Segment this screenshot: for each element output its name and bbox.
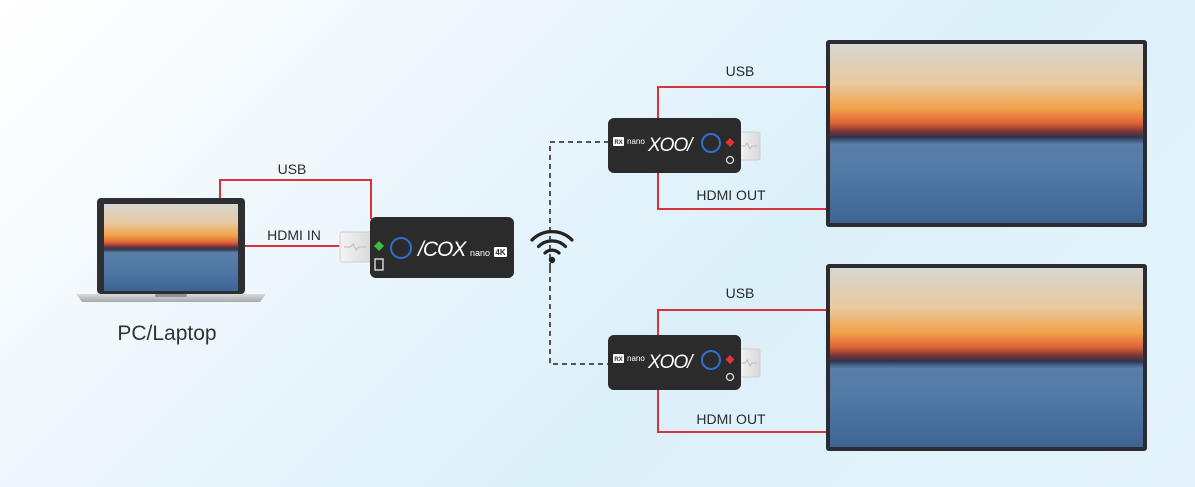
card-slot-icon bbox=[374, 258, 384, 271]
hdmi-in-label: HDMI IN bbox=[267, 227, 321, 243]
receiver-badge-2: RX bbox=[614, 357, 622, 363]
usb-port-icon bbox=[725, 155, 735, 165]
tx-led-icon bbox=[374, 241, 384, 251]
usb-cable-rx1 bbox=[657, 86, 828, 118]
receiver-device-2: RX nano XOO/ bbox=[608, 335, 761, 390]
usb-port-icon bbox=[725, 372, 735, 382]
wireless-link-rx2 bbox=[549, 268, 609, 365]
usb-label-rx2: USB bbox=[726, 285, 755, 301]
hdmi-out-cable-rx1 bbox=[657, 172, 828, 210]
transmitter-model: nano bbox=[470, 248, 490, 258]
monitor-icon bbox=[826, 264, 1147, 451]
pc-laptop-label: PC/Laptop bbox=[117, 322, 216, 345]
transmitter-badge: 4K bbox=[495, 248, 505, 257]
receiver-device-1: RX nano XOO/ bbox=[608, 118, 761, 173]
usb-cable-tx bbox=[219, 179, 372, 219]
usb-label-tx: USB bbox=[278, 161, 307, 177]
usb-label-rx1: USB bbox=[726, 63, 755, 79]
laptop-icon bbox=[76, 198, 266, 302]
rx-led-icon bbox=[725, 355, 735, 364]
cables bbox=[219, 86, 828, 433]
transmitter-device: /COX nano 4K bbox=[339, 217, 514, 278]
receiver-badge-1: RX bbox=[614, 140, 622, 146]
pair-button-icon bbox=[390, 237, 412, 259]
hdmi-out-cable-rx2 bbox=[657, 390, 828, 433]
wireless-link-rx1 bbox=[549, 141, 609, 268]
receiver-logo-2: XOO/ bbox=[647, 352, 694, 373]
pair-button-icon bbox=[701, 133, 721, 153]
rx-led-icon bbox=[725, 138, 735, 147]
receiver-model-1: nano bbox=[627, 137, 645, 146]
hdmi-out-label-rx2: HDMI OUT bbox=[696, 411, 766, 427]
usb-cable-rx2 bbox=[657, 309, 828, 336]
wireless-links bbox=[549, 141, 609, 365]
hdmi-out-label-rx1: HDMI OUT bbox=[696, 187, 766, 203]
transmitter-logo: /COX bbox=[416, 238, 467, 261]
monitor-icon bbox=[826, 40, 1147, 227]
pair-button-icon bbox=[701, 350, 721, 370]
receiver-logo-1: XOO/ bbox=[647, 135, 694, 156]
receiver-model-2: nano bbox=[627, 354, 645, 363]
wifi-icon bbox=[530, 230, 574, 264]
